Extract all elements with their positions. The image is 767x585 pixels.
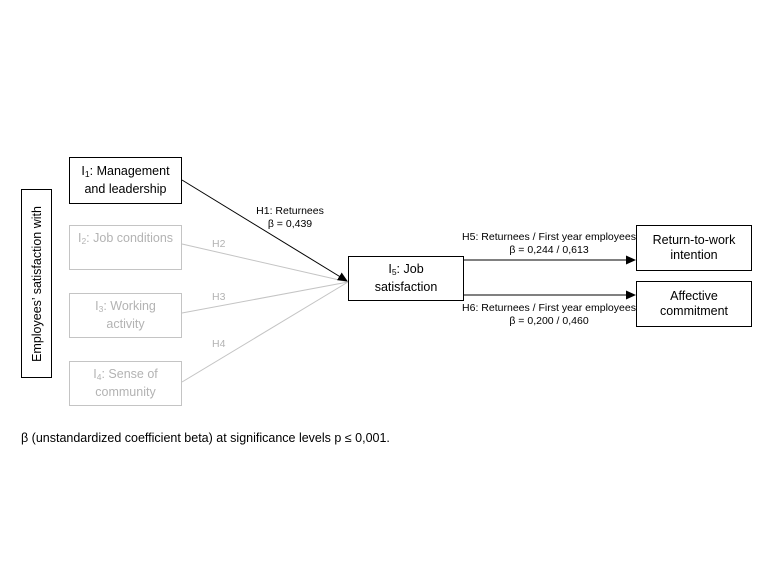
input-box-working-activity: I3: Working activity	[69, 293, 182, 338]
input-label-line1: I2: Job conditions	[77, 231, 174, 246]
h5-label: H5: Returnees / First year employees β =…	[460, 231, 638, 257]
h4-label: H4	[212, 338, 226, 350]
h3-connector	[181, 281, 349, 314]
h6-label-line2: β = 0,200 / 0,460	[509, 315, 589, 327]
h1-label-line2: β = 0,439	[267, 218, 313, 230]
h5-label-line2: β = 0,244 / 0,613	[509, 244, 589, 256]
mediator-box-job-satisfaction: I5: Job satisfaction	[348, 256, 464, 301]
outcome-box-affective-commitment: Affective commitment	[636, 281, 752, 327]
h5-label-line1: H5: Returnees / First year employees	[462, 231, 636, 243]
input-box-management: I1: Management and leadership	[69, 157, 182, 204]
h1-arrow	[181, 179, 348, 282]
outcome-label-line2: commitment	[659, 304, 729, 318]
outcome-label-line1: Affective	[670, 289, 718, 303]
input-label-line1: I3: Working	[95, 299, 156, 314]
side-label: Employees’ satisfaction with	[29, 205, 44, 362]
input-label-line2: community	[95, 385, 156, 399]
input-box-sense-of-community: I4: Sense of community	[69, 361, 182, 406]
input-label-line1: I4: Sense of	[93, 367, 158, 382]
h6-label: H6: Returnees / First year employees β =…	[460, 302, 638, 328]
outcome-box-return-to-work: Return-to-work intention	[636, 225, 752, 271]
h2-label: H2	[212, 238, 226, 250]
h6-label-line1: H6: Returnees / First year employees	[462, 302, 636, 314]
side-label-box: Employees’ satisfaction with	[21, 189, 52, 378]
h4-connector	[181, 281, 349, 383]
h3-label: H3	[212, 291, 226, 303]
outcome-label-line1: Return-to-work	[652, 233, 736, 247]
mediator-label-line1: I5: Job	[388, 262, 424, 277]
h2-connector	[181, 243, 349, 283]
mediator-label-line2: satisfaction	[374, 280, 438, 294]
footnote: β (unstandardized coefficient beta) at s…	[21, 431, 390, 445]
input-label-line2: activity	[106, 317, 145, 331]
h1-label-line1: H1: Returnees	[256, 205, 324, 217]
input-box-job-conditions: I2: Job conditions	[69, 225, 182, 270]
input-label-line2: and leadership	[84, 182, 167, 196]
input-label-line1: I1: Management	[81, 164, 170, 179]
outcome-label-line2: intention	[670, 248, 718, 262]
h1-label: H1: Returnees β = 0,439	[246, 205, 334, 231]
